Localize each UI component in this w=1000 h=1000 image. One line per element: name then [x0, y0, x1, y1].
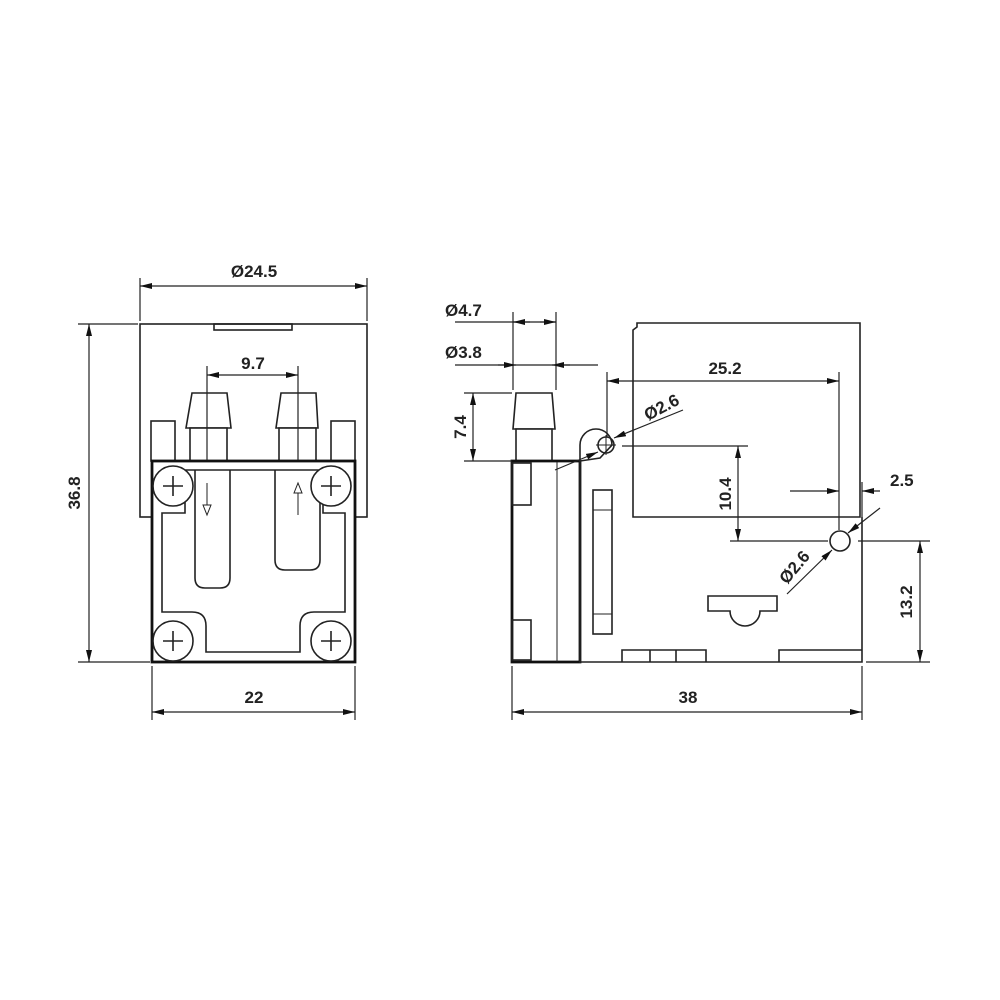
front-barb-left — [185, 392, 232, 462]
dim-hole-diameter-bottom: Ø2.6 — [776, 507, 881, 595]
front-side-tab-right — [330, 420, 356, 462]
side-housing-outline — [632, 322, 861, 518]
screw-icon — [152, 465, 194, 507]
front-inner-outline — [161, 469, 346, 653]
mounting-hole-bottom — [829, 530, 851, 552]
dim-label: 2.5 — [890, 471, 914, 490]
front-barb-right — [275, 392, 319, 462]
t-latch — [707, 595, 778, 627]
dim-hole-spacing-horizontal: 25.2 — [606, 359, 840, 530]
dim-label: 38 — [679, 688, 698, 707]
screw-icon — [310, 465, 352, 507]
side-body — [579, 461, 863, 663]
front-channel-left — [194, 470, 231, 589]
dim-barb-outer-diameter: Ø4.7 — [445, 301, 557, 390]
screw-icon — [310, 620, 352, 662]
dim-label: 13.2 — [897, 585, 916, 618]
dim-label: 7.4 — [451, 415, 470, 439]
dim-length: 38 — [511, 666, 863, 720]
side-view: Ø4.7 Ø3.8 7.4 25.2 Ø2.6 10.4 — [445, 301, 930, 720]
side-front-block — [510, 459, 582, 664]
flow-arrow-down-icon — [202, 483, 212, 517]
dim-label: 22 — [245, 688, 264, 707]
dim-hole-edge-offset: 2.5 — [790, 471, 914, 517]
front-view: Ø24.5 36.8 9.7 22 — [65, 262, 368, 720]
side-slot — [592, 489, 613, 635]
dim-width-base: 22 — [151, 666, 356, 720]
front-channel-right — [274, 470, 321, 571]
dim-height: 36.8 — [65, 323, 150, 663]
dim-hole-height: 13.2 — [858, 540, 930, 663]
dim-label: Ø24.5 — [231, 262, 277, 281]
side-barb — [512, 392, 556, 462]
dim-hole-spacing-vertical: 10.4 — [622, 445, 828, 542]
screw-icon — [152, 620, 194, 662]
side-screw-head-bottom — [511, 619, 532, 661]
dim-barb-inner-diameter: Ø3.8 — [445, 343, 598, 368]
dim-label: Ø2.6 — [776, 547, 814, 587]
dim-label: Ø2.6 — [641, 390, 682, 424]
dim-label: Ø4.7 — [445, 301, 482, 320]
dim-label: 9.7 — [241, 354, 265, 373]
dim-label: 36.8 — [65, 476, 84, 509]
dim-width-top: Ø24.5 — [139, 262, 368, 321]
side-screw-head-top — [511, 462, 532, 506]
dim-label: 10.4 — [716, 477, 735, 511]
dim-label: 25.2 — [708, 359, 741, 378]
front-top-tab — [213, 323, 293, 331]
dim-hole-diameter-top: Ø2.6 — [554, 390, 684, 471]
flow-arrow-up-icon — [293, 481, 303, 515]
bottom-feet — [621, 649, 862, 662]
dim-barb-height: 7.4 — [451, 392, 512, 462]
front-side-tab-left — [150, 420, 176, 462]
dim-barb-spacing: 9.7 — [206, 354, 299, 460]
dim-label: Ø3.8 — [445, 343, 482, 362]
